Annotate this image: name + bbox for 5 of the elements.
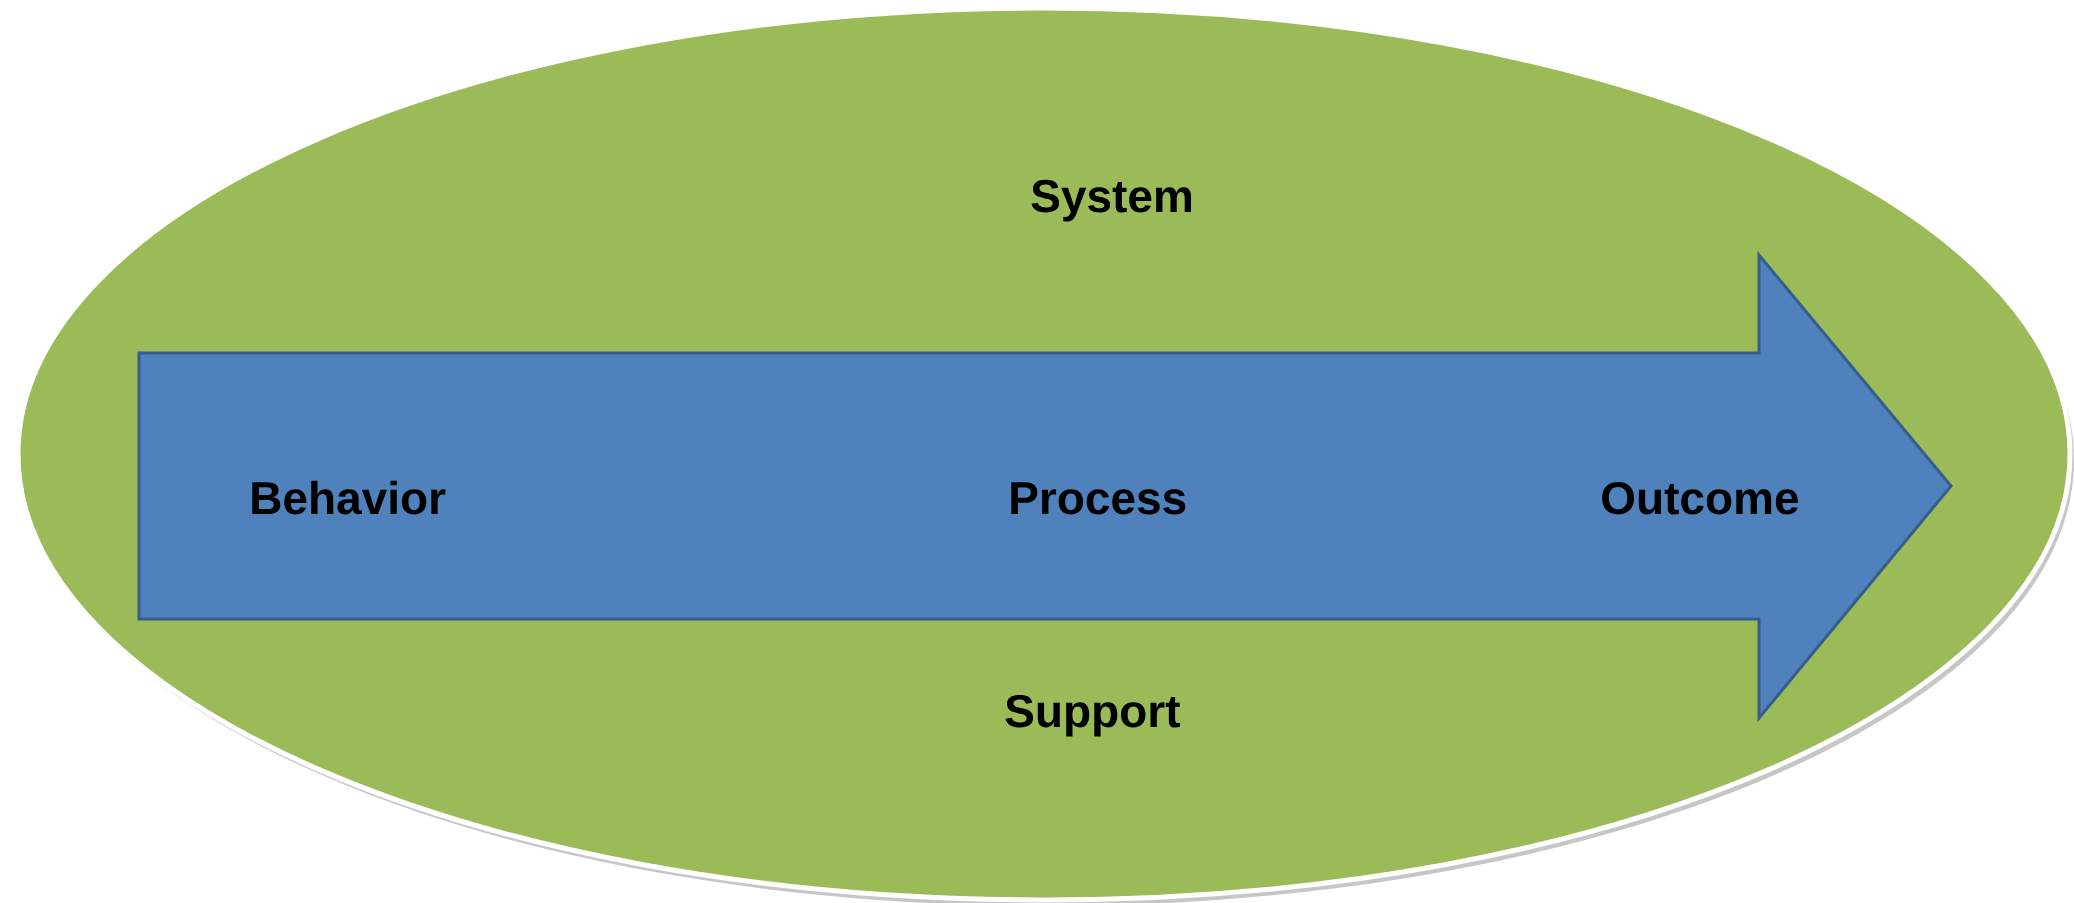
label: Outcome <box>1602 481 1798 515</box>
label: Process <box>1011 482 1186 515</box>
label: System <box>1031 179 1191 222</box>
label: Support <box>1005 694 1180 737</box>
label: Behavior <box>252 480 446 515</box>
